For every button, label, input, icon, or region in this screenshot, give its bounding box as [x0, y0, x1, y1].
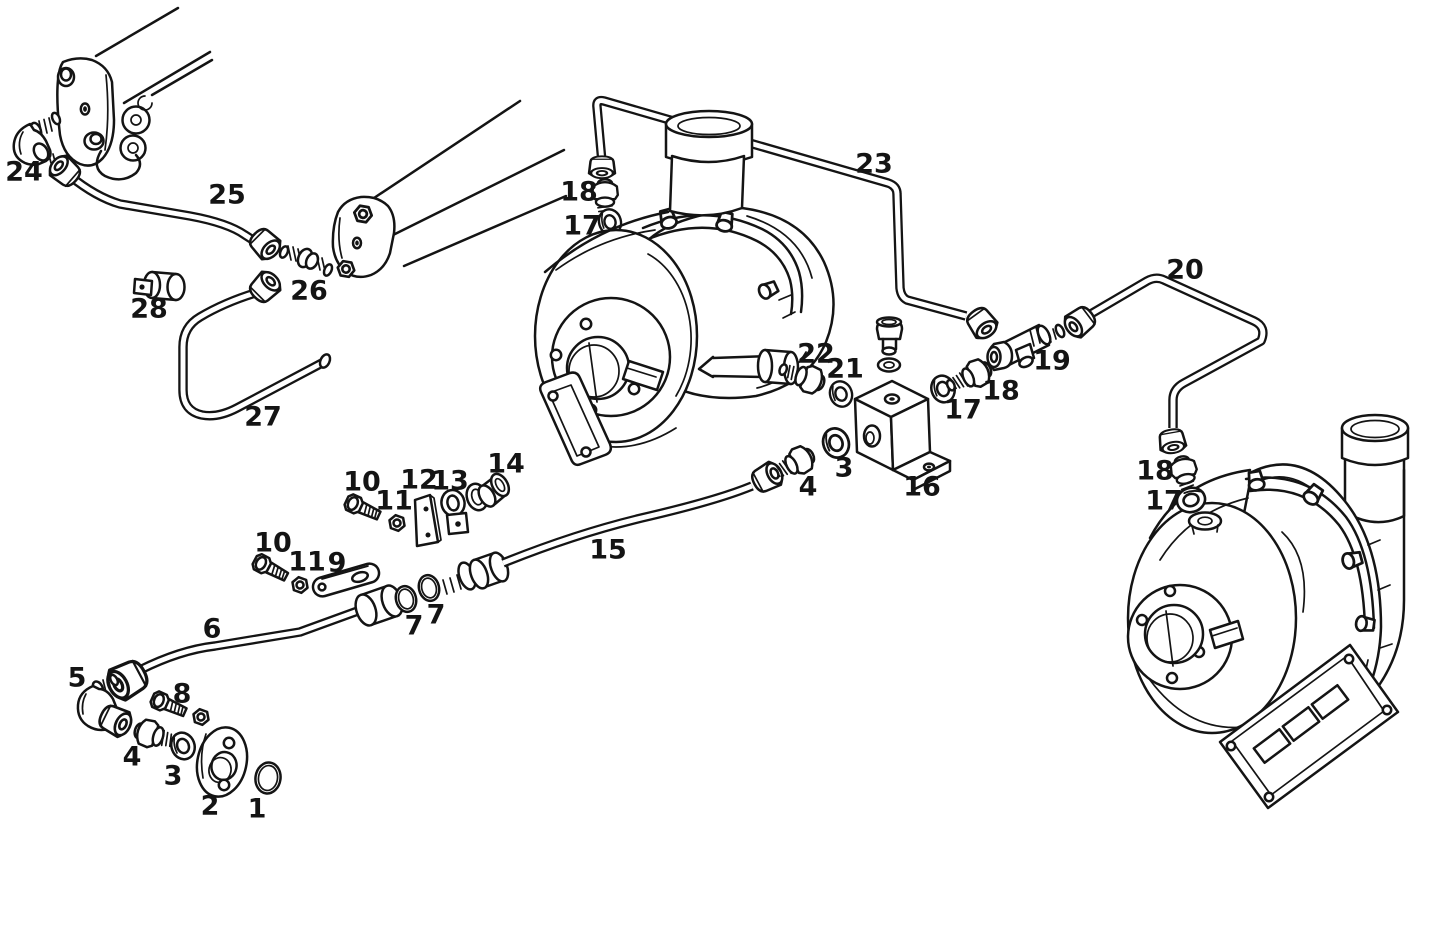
right-turbocharger	[1126, 413, 1410, 810]
part-label-18: 18	[982, 376, 1020, 407]
pipe-23-nut-left	[587, 155, 617, 180]
part-label-7: 7	[405, 611, 424, 642]
part-11-nut-upper	[385, 512, 409, 534]
exhaust-inlet-tube	[1340, 413, 1410, 524]
part-label-26: 26	[290, 276, 328, 307]
bracket-lobe-lower	[119, 134, 147, 162]
part-label-18: 18	[1136, 456, 1174, 487]
engine-shaft-lines	[94, 6, 214, 105]
part-15-oil-pipe	[501, 481, 754, 568]
part-label-19: 19	[1033, 346, 1071, 377]
part-label-8: 8	[173, 679, 192, 710]
part-26-threaded-union	[278, 245, 334, 277]
second-adapter-bracket	[331, 99, 568, 279]
turbo-mounting-plate	[1218, 643, 1400, 810]
part-label-6: 6	[203, 614, 222, 645]
part-label-12: 12	[400, 465, 438, 496]
flange-parts-group	[129, 688, 282, 798]
part-label-22: 22	[797, 339, 835, 370]
center-turbocharger	[533, 95, 968, 467]
turbo-mounting-flange	[538, 371, 613, 467]
bracket-lobe-upper	[121, 105, 151, 135]
bracket-hook-arm	[95, 149, 142, 181]
part-label-4: 4	[799, 472, 818, 503]
top-left-oil-line-assembly	[12, 6, 568, 421]
part-label-17: 17	[563, 211, 601, 242]
band-clamp-bolt	[1353, 614, 1377, 634]
part-label-11: 11	[375, 486, 413, 517]
compressor-inlet-neck	[664, 109, 754, 217]
pipe-15-threaded-connector	[442, 551, 510, 595]
oil-drain-stub-pipe	[697, 348, 800, 386]
compressor-bore	[1143, 603, 1205, 665]
part-16-junction-block	[853, 379, 952, 492]
part-label-3: 3	[164, 761, 183, 792]
bracket-hardware-group	[249, 472, 511, 598]
part-2-flange	[195, 726, 249, 798]
pipe-27-nut	[244, 266, 286, 308]
part-label-1: 1	[248, 794, 267, 825]
block-screw-washer	[876, 357, 902, 373]
part-label-27: 27	[244, 402, 282, 433]
part-19-tee-fitting	[986, 323, 1066, 372]
part-label-18: 18	[560, 177, 598, 208]
part-25-oil-pipe	[43, 150, 286, 265]
pipe-23-nut-right	[961, 302, 1003, 345]
oil-feed-pipe-20-assembly	[1058, 273, 1268, 517]
junction-block-assembly	[774, 302, 1066, 492]
part-label-10: 10	[343, 467, 381, 498]
part-label-20: 20	[1166, 255, 1204, 286]
part-5-elbow-fitting	[76, 673, 137, 742]
part-label-13: 13	[431, 466, 469, 497]
part-label-9: 9	[328, 548, 347, 579]
part-8-nut	[189, 706, 213, 728]
part-13-pipe-clamp	[440, 488, 470, 536]
part-label-2: 2	[201, 791, 220, 822]
part-28-clamp	[132, 270, 186, 302]
part-label-3: 3	[835, 453, 854, 484]
pipe-20-nut-right	[1156, 426, 1189, 457]
block-bleed-screw	[875, 316, 904, 356]
part-9-link-bracket	[311, 562, 381, 598]
part-label-5: 5	[68, 663, 87, 694]
turbo-oil-inlet-boss	[1187, 511, 1223, 535]
part-label-25: 25	[208, 180, 246, 211]
part-23-oil-feed-pipe	[592, 95, 968, 321]
flange-tab	[1208, 619, 1245, 650]
part-27-oil-pipe	[178, 266, 332, 421]
part-label-10: 10	[254, 528, 292, 559]
part-label-17: 17	[944, 395, 982, 426]
oil-return-pipe-assembly	[76, 423, 855, 742]
part-label-4: 4	[123, 742, 142, 773]
part-label-17: 17	[1145, 486, 1183, 517]
part-label-23: 23	[855, 149, 893, 180]
flange-tab	[621, 359, 665, 392]
part-1-gasket-ring	[254, 761, 282, 795]
pipe-25-nut-lower	[244, 223, 286, 265]
band-clamp	[1244, 476, 1376, 630]
part-label-11: 11	[288, 547, 326, 578]
part-label-28: 28	[130, 294, 168, 325]
part-3-washer	[166, 728, 200, 764]
part-label-15: 15	[589, 535, 627, 566]
part-labels: 2425262827181723222116341718192018171514…	[5, 149, 1204, 825]
part-label-16: 16	[903, 472, 941, 503]
part-label-14: 14	[487, 449, 525, 480]
part-label-21: 21	[826, 354, 864, 385]
part-label-7: 7	[427, 600, 446, 631]
part-12-strap-plate	[413, 493, 442, 548]
part-14-sleeve-bushing	[465, 472, 511, 512]
part-11-nut-lower	[288, 574, 312, 596]
part-label-24: 24	[5, 157, 43, 188]
